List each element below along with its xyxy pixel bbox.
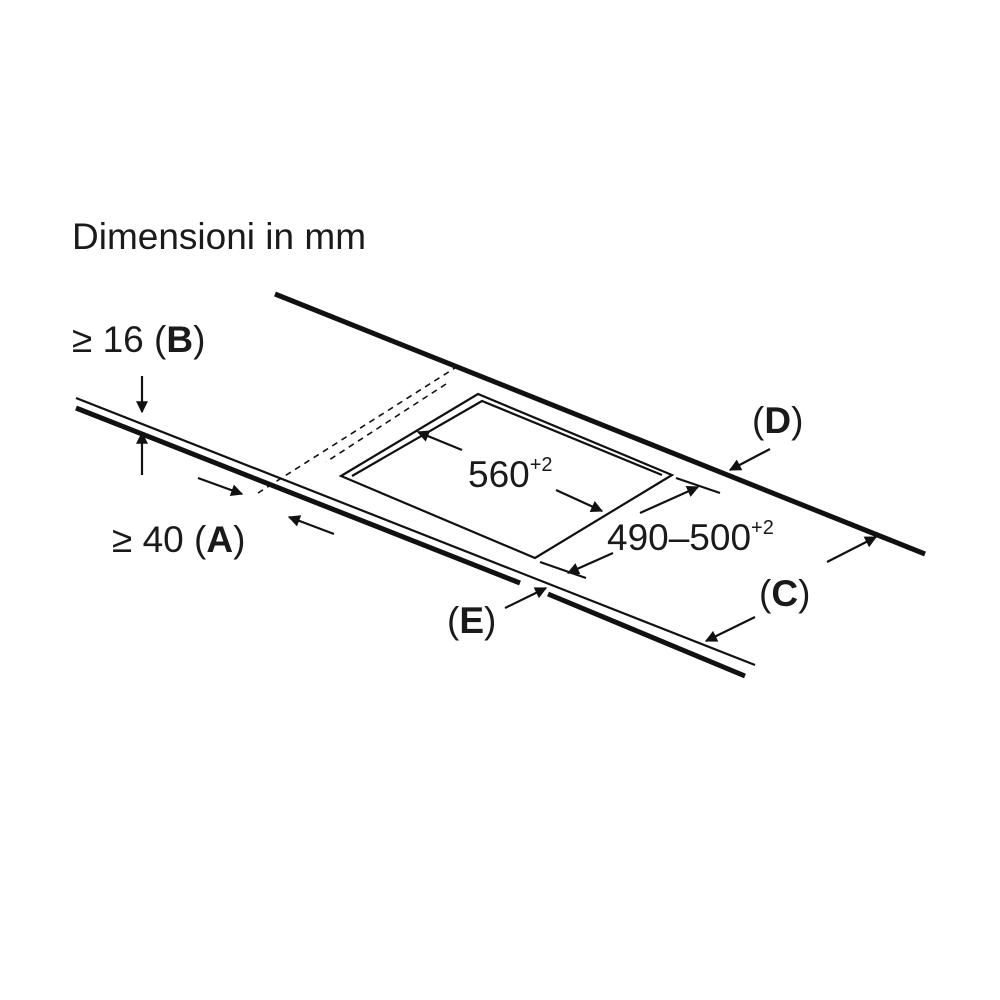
label-depth: 490–500+2 xyxy=(607,517,774,558)
worktop-back-edge xyxy=(274,291,926,557)
label-b: ≥ 16 (B) xyxy=(72,319,205,360)
dimension-e-arrow xyxy=(504,587,548,609)
worktop-front-edge xyxy=(75,396,756,679)
dimension-d-arrow xyxy=(728,448,771,471)
dimension-c-arrows xyxy=(704,536,878,642)
depth-dimension-arrows xyxy=(539,476,721,580)
dimension-a-arrows xyxy=(197,476,335,536)
label-a: ≥ 40 (A) xyxy=(112,519,245,560)
cutout-inner-lip xyxy=(351,399,663,477)
cutout-outline xyxy=(338,392,675,560)
diagram-title: Dimensioni in mm xyxy=(72,216,366,257)
label-e: (E) xyxy=(447,600,496,641)
width-dimension-arrows xyxy=(416,430,604,513)
projection-lines xyxy=(257,365,459,494)
label-c: (C) xyxy=(759,573,810,614)
label-width: 560+2 xyxy=(468,454,553,495)
label-d: (D) xyxy=(752,400,803,441)
